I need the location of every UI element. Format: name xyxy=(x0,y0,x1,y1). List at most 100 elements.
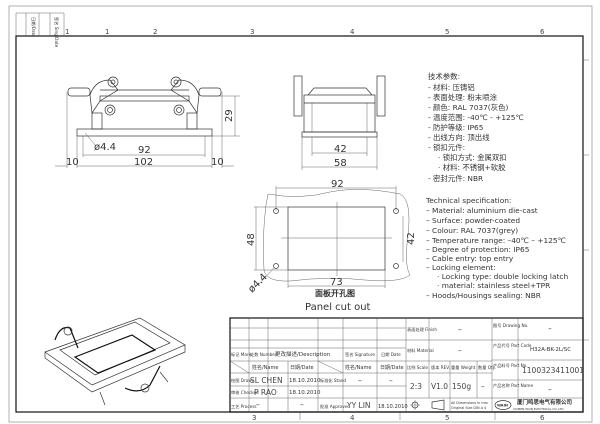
panel-cutout-title-cn: 面板开孔图 xyxy=(315,288,355,298)
spec-en-line: – Degree of protection: IP65 xyxy=(426,245,530,254)
tb-approved-date: 18.10.2010 xyxy=(378,404,408,410)
tb-drawn-name: SL CHEN xyxy=(250,376,283,385)
zone-number: 3 xyxy=(252,414,256,422)
cutout-dim-42: 42 xyxy=(406,232,417,245)
zone-number: 2 xyxy=(153,28,157,36)
tb-date-header-2: 日期/Date xyxy=(380,365,404,371)
tb-part-no: 1100323411001 xyxy=(522,366,584,375)
zone-number: 6 xyxy=(540,414,545,422)
spec-cn-line: - 颜色: RAL 7037(灰色) xyxy=(428,103,508,112)
zone-number: 4 xyxy=(350,414,355,422)
tb-part-no-label: 产品料号 Part No. xyxy=(493,362,528,369)
tb-signature: 签名 Signature xyxy=(345,351,375,358)
tb-drawn: 绘图 Drawn xyxy=(231,377,255,384)
tb-checked-date: 18.10.2010 xyxy=(289,390,321,396)
title-block: 标记 Mark 处数 Number 更改描述/Description 签名 Si… xyxy=(229,317,584,413)
zone-number: 1 xyxy=(65,28,69,36)
tb-name-header-2: 姓名/Name xyxy=(345,364,371,371)
isometric-view xyxy=(44,317,186,406)
dim-10-left: 10 xyxy=(66,157,79,168)
tb-weight: 150g xyxy=(452,382,471,391)
tb-part-name-label: 产品名称 Part Name xyxy=(493,382,533,389)
spec-en-line: – Colour: RAL 7037(grey) xyxy=(426,226,518,235)
zone-number: 4 xyxy=(350,28,355,36)
panel-cutout-view: 92 48 42 73 ø4.4 面板开孔图 Panel cut out xyxy=(246,179,417,313)
tb-drawing-no-label: 图号 Drawing No. xyxy=(493,323,528,329)
tb-weight-label: 重量 Weight xyxy=(451,364,476,371)
tb-process-date: – xyxy=(300,400,304,409)
dim-10-right: 10 xyxy=(211,157,224,168)
spec-chinese: 技术参数: - 材料: 压铸铝 - 表面处理: 粉末喷涂 - 颜色: RAL 7… xyxy=(428,72,524,183)
tb-part-code-label: 产品代号 Part Code xyxy=(493,342,532,349)
tb-number: 处数 Number xyxy=(250,351,277,358)
tb-date: 日期 Date xyxy=(381,352,401,358)
zone-number: 3 xyxy=(250,28,254,36)
spec-en-line: – Locking element: xyxy=(426,263,496,272)
tb-stand-date: – xyxy=(389,376,393,385)
cutout-dim-48: 48 xyxy=(246,233,257,246)
tb-checked: 审核 Checked xyxy=(231,389,259,396)
cutout-dim-73: 73 xyxy=(330,277,343,288)
tb-rev: V1.0 xyxy=(431,382,448,391)
projection-symbol-icon xyxy=(410,399,445,411)
spec-en-line: – Surface: powder-coated xyxy=(426,216,520,225)
spec-cn-line: - 温度范围: -40℃ - +125℃ xyxy=(428,113,524,122)
spec-cn-line: - 材料: 压铸铝 xyxy=(428,83,475,92)
dim-42: 42 xyxy=(334,144,347,155)
spec-en-line: – Material: aluminium die-cast xyxy=(426,206,538,215)
tb-checked-name: P RAO xyxy=(254,388,277,397)
tb-mark: 标记 Mark xyxy=(231,351,252,358)
tb-rev-label: 版本 REV. xyxy=(431,364,450,371)
tb-finish-value: – xyxy=(458,325,462,334)
tb-date-header: 日期/Date xyxy=(290,365,314,371)
tb-stand: 标准化 Stand xyxy=(320,377,346,384)
tb-qty: – xyxy=(481,382,485,391)
tb-drawn-date: 18.10.2010 xyxy=(289,378,321,384)
tb-stand-name: – xyxy=(358,376,362,385)
tb-material-label: 材料 Material xyxy=(407,347,434,354)
spec-en-line: – Cable entry: top entry xyxy=(426,254,514,263)
company-logo: WAIN xyxy=(494,400,512,410)
spec-cn-line: - 防护等级: IP65 xyxy=(428,123,484,132)
company-name-cn: 厦门鸣思电气有限公司 xyxy=(517,398,572,406)
tb-process: 工艺 Process xyxy=(231,404,257,409)
side-view: 42 58 xyxy=(293,75,386,170)
zone-number: 5 xyxy=(445,414,449,422)
tb-finish-label: 表面处理 Finish xyxy=(407,326,437,333)
cutout-dim-92: 92 xyxy=(331,179,344,190)
tb-approved-name: YY LIN xyxy=(346,401,371,410)
spec-english: Technical specification: – Material: alu… xyxy=(425,196,568,300)
dim-hole-diameter: ø4.4 xyxy=(94,142,116,153)
corner-label-sign: 签名 Sing Date xyxy=(53,17,60,48)
tb-part-code: H32A-BK-2L/SC xyxy=(530,347,571,353)
panel-cutout-title-en: Panel cut out xyxy=(305,302,371,313)
spec-en-line: – Hoods/Housings sealing: NBR xyxy=(426,291,541,300)
spec-en-line: · Locking type: double locking latch xyxy=(437,272,568,281)
tb-scale: 2:3 xyxy=(410,382,422,391)
spec-cn-line: · 锁扣方式: 金属双扣 xyxy=(438,153,507,162)
spec-cn-line: - 表面处理: 粉末喷涂 xyxy=(428,93,498,102)
tb-part-name: – xyxy=(548,385,552,394)
spec-cn-line: · 材料: 不锈钢+软胶 xyxy=(438,163,506,172)
spec-en-line: · material: stainless steel+TPR xyxy=(437,281,550,290)
dim-102: 102 xyxy=(134,157,153,168)
spec-cn-line: - 锁扣元件: xyxy=(428,143,465,152)
tb-original-size: Original Size DIN A 4 xyxy=(451,406,486,410)
tb-process-name: – xyxy=(256,400,260,409)
zone-number: 5 xyxy=(445,28,449,36)
tb-name-header: 姓名/Name xyxy=(252,364,278,371)
front-view: ø4.4 92 102 10 10 29 xyxy=(55,76,240,168)
tb-description: 更改描述/Description xyxy=(275,350,331,358)
tb-material-value: – xyxy=(458,346,462,355)
tb-drawing-no: – xyxy=(548,324,552,333)
company-logo-text: WAIN xyxy=(497,404,508,408)
tb-dimensions-note: All Dimensions in mm xyxy=(451,401,489,405)
spec-en-line: – Temperature range: –40℃ – +125℃ xyxy=(426,236,566,245)
spec-en-heading: Technical specification: xyxy=(425,196,511,205)
spec-cn-heading: 技术参数: xyxy=(428,72,460,81)
spec-cn-line: - 出线方向: 顶出线 xyxy=(428,133,490,142)
spec-cn-line: - 密封元件: NBR xyxy=(428,174,483,183)
tb-scale-label: 比例 Scale xyxy=(407,364,428,371)
corner-label-date: 日期/Date xyxy=(30,17,36,37)
